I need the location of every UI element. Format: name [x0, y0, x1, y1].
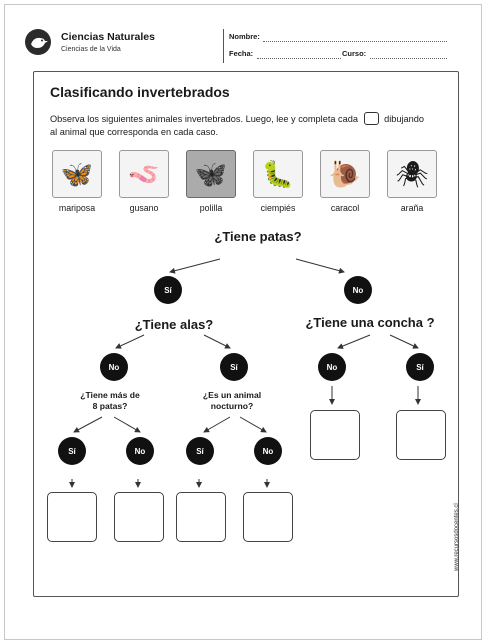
answer-box-nocturno-si[interactable] — [176, 492, 226, 542]
question-line: ¿Es un animal — [202, 390, 262, 400]
brand-title: Ciencias Naturales — [61, 31, 155, 43]
node-si: Sí — [406, 353, 434, 381]
question-patas: ¿Tiene patas? — [214, 229, 302, 244]
fecha-field[interactable] — [257, 58, 341, 59]
animal-card: 🪱 gusano — [119, 150, 173, 213]
animal-name: mariposa — [58, 203, 96, 213]
empty-box-icon — [363, 112, 379, 125]
page-header: Ciencias Naturales Ciencias de la Vida N… — [5, 5, 481, 65]
curso-label: Curso: — [342, 49, 367, 58]
node-si: Sí — [186, 437, 214, 465]
animal-card: 🐌 caracol — [320, 150, 374, 213]
brand-subtitle: Ciencias de la Vida — [61, 46, 121, 53]
nombre-label: Nombre: — [229, 32, 260, 41]
animal-gallery: 🦋 mariposa 🪱 gusano 🦋 polilla 🐛 ciempiés… — [48, 150, 448, 220]
activity-card: Clasificando invertebrados Observa los s… — [33, 71, 459, 597]
node-si: Sí — [220, 353, 248, 381]
node-si: Sí — [58, 437, 86, 465]
node-no: No — [318, 353, 346, 381]
animal-name: gusano — [129, 203, 159, 213]
animal-name: caracol — [330, 203, 360, 213]
animal-card: 🐛 ciempiés — [253, 150, 307, 213]
answer-box-nocturno-no[interactable] — [243, 492, 293, 542]
answer-box-concha-si[interactable] — [396, 410, 446, 460]
tree-arrows — [69, 258, 421, 488]
worm-icon: 🪱 — [119, 150, 169, 198]
fecha-label: Fecha: — [229, 49, 254, 58]
butterfly-icon: 🦋 — [52, 150, 102, 198]
animal-card: 🦋 polilla — [186, 150, 240, 213]
activity-title: Clasificando invertebrados — [50, 84, 230, 100]
bird-logo-icon — [25, 29, 51, 55]
nombre-field[interactable] — [263, 41, 447, 42]
centipede-icon: 🐛 — [253, 150, 303, 198]
header-divider — [223, 29, 224, 63]
node-no: No — [344, 276, 372, 304]
node-no: No — [126, 437, 154, 465]
animal-name: araña — [400, 203, 424, 213]
instruction-text-3: al animal que corresponda en cada caso. — [50, 127, 219, 137]
animal-card: 🦋 mariposa — [52, 150, 106, 213]
side-credit: www.recursosdocentes.cl — [454, 503, 460, 571]
snail-icon: 🐌 — [320, 150, 370, 198]
worksheet-page: Ciencias Naturales Ciencias de la Vida N… — [4, 4, 482, 640]
instruction-text-2: dibujando — [384, 114, 424, 124]
question-nocturno: ¿Es un animal nocturno? — [190, 390, 274, 412]
node-si: Sí — [154, 276, 182, 304]
moth-icon: 🦋 — [186, 150, 236, 198]
answer-box-concha-no[interactable] — [310, 410, 360, 460]
curso-field[interactable] — [370, 58, 447, 59]
spider-icon: 🕷 — [387, 150, 437, 198]
answer-box-patas-si[interactable] — [47, 492, 97, 542]
question-line: nocturno? — [210, 401, 254, 411]
animal-card: 🕷 araña — [387, 150, 441, 213]
instructions: Observa los siguientes animales inverteb… — [50, 112, 450, 139]
question-concha: ¿Tiene una concha ? — [305, 315, 435, 330]
question-alas: ¿Tiene alas? — [134, 317, 214, 332]
question-line: ¿Tiene más de — [80, 390, 140, 400]
instruction-text-1: Observa los siguientes animales inverteb… — [50, 114, 358, 124]
animal-name: ciempiés — [260, 203, 296, 213]
answer-box-patas-no[interactable] — [114, 492, 164, 542]
question-mas-de-8-patas: ¿Tiene más de 8 patas? — [68, 390, 152, 412]
animal-name: polilla — [199, 203, 223, 213]
question-line: 8 patas? — [92, 401, 128, 411]
node-no: No — [254, 437, 282, 465]
node-no: No — [100, 353, 128, 381]
